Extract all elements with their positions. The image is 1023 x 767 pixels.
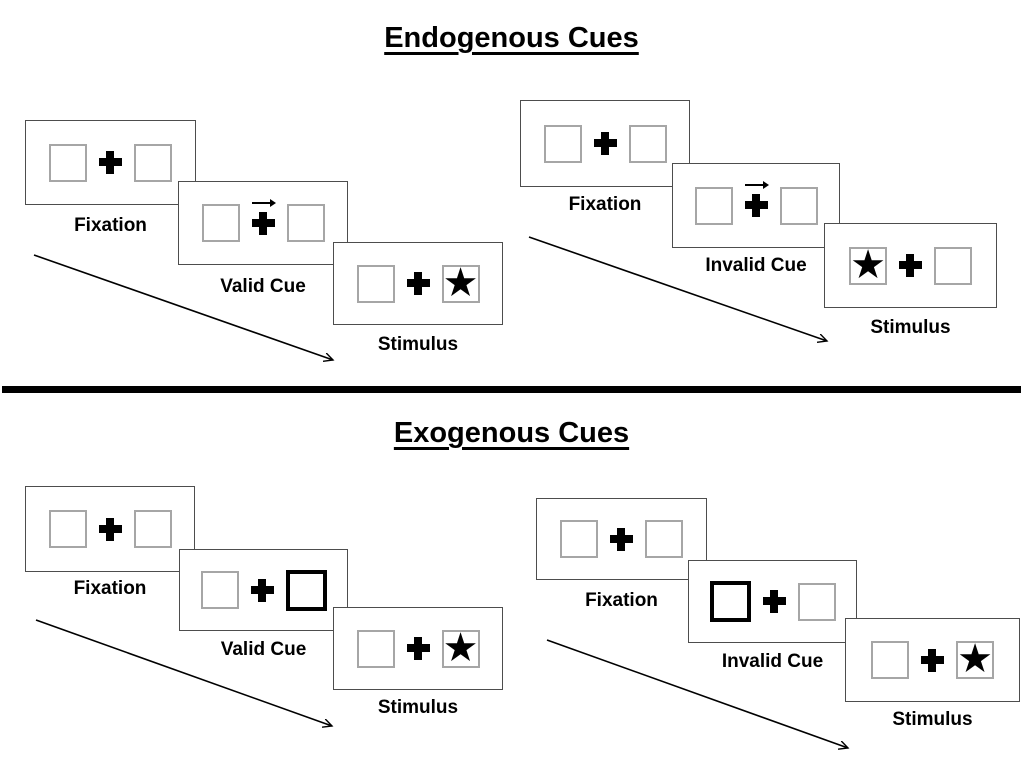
left-placeholder-box [543, 124, 582, 163]
right-placeholder-box: ★ [956, 636, 994, 682]
fixation-cross-wrap [899, 254, 922, 277]
right-placeholder-box [134, 143, 172, 182]
fixation-cross-icon [250, 578, 274, 602]
star-icon: ★ [442, 259, 479, 306]
exogenous-valid-stimulus-panel: ★ [333, 607, 503, 690]
right-placeholder-box [133, 510, 172, 548]
exogenous-invalid-fixation-panel [536, 498, 707, 580]
right-placeholder-box: ★ [441, 259, 480, 306]
left-placeholder-box [200, 571, 239, 609]
right-placeholder-box [779, 186, 818, 225]
endogenous-invalid-fixation-label: Fixation [568, 194, 642, 215]
exogenous-valid-cue-label: Valid Cue [220, 639, 307, 660]
fixation-cross-wrap [406, 272, 430, 295]
fixation-cross-wrap [593, 132, 617, 155]
endogenous-invalid-cue-panel [672, 163, 840, 248]
exogenous-invalid-stimulus-panel: ★ [845, 618, 1020, 702]
endogenous-section-title: Endogenous Cues [384, 22, 639, 54]
endogenous-invalid-stimulus-panel: ★ [824, 223, 997, 308]
left-placeholder-box [871, 641, 909, 679]
fixation-cross-wrap [406, 637, 430, 660]
right-placeholder-box [645, 520, 683, 558]
endogenous-valid-stimulus-label: Stimulus [377, 334, 459, 355]
right-placeholder-box [286, 204, 325, 242]
right-placeholder-box [797, 582, 836, 621]
fixation-cross-wrap [744, 181, 769, 217]
fixation-cross-icon [406, 272, 430, 295]
exogenous-invalid-cue-label: Invalid Cue [721, 651, 824, 672]
fixation-cross-wrap [98, 517, 122, 541]
fixation-cross-icon [762, 590, 786, 613]
star-icon: ★ [442, 624, 479, 671]
left-placeholder-box [356, 629, 395, 668]
exogenous-invalid-stimulus-label: Stimulus [892, 709, 973, 730]
right-placeholder-box [628, 124, 667, 163]
fixation-cross-wrap [762, 590, 786, 613]
fixation-cross-icon [921, 648, 944, 672]
left-placeholder-box [48, 510, 87, 548]
section-divider [2, 386, 1021, 393]
endogenous-invalid-cue-label: Invalid Cue [705, 255, 807, 276]
fixation-cross-icon [744, 194, 768, 217]
right-placeholder-box: ★ [441, 624, 480, 671]
cue-right-arrow-icon [252, 198, 276, 207]
right-placeholder-box [285, 569, 327, 611]
fixation-cross-icon [610, 527, 633, 551]
exogenous-valid-stimulus-label: Stimulus [377, 697, 459, 718]
fixation-cross-wrap [251, 198, 276, 235]
right-placeholder-box [934, 246, 972, 285]
fixation-cross-wrap [610, 527, 633, 551]
fixation-cross-icon [406, 637, 430, 660]
left-placeholder-box [201, 204, 240, 242]
timeline-arrow-endogenous-invalid [528, 236, 827, 341]
exogenous-invalid-cue-panel [688, 560, 857, 643]
fixation-cross-icon [251, 211, 275, 235]
endogenous-invalid-stimulus-label: Stimulus [870, 317, 951, 338]
left-placeholder-box [694, 186, 733, 225]
endogenous-valid-cue-label: Valid Cue [220, 276, 306, 297]
fixation-cross-icon [593, 132, 617, 155]
endogenous-invalid-fixation-panel [520, 100, 690, 187]
timeline-arrow-endogenous-valid [33, 254, 333, 360]
endogenous-valid-stimulus-panel: ★ [333, 242, 503, 325]
fixation-cross-icon [899, 254, 922, 277]
cue-right-arrow-icon [745, 181, 769, 189]
left-placeholder-box [709, 581, 751, 622]
left-placeholder-box [356, 264, 395, 303]
star-icon: ★ [957, 636, 993, 682]
endogenous-valid-cue-panel [178, 181, 348, 265]
fixation-cross-icon [99, 151, 122, 174]
exogenous-valid-fixation-label: Fixation [73, 578, 147, 599]
timeline-arrow-exogenous-valid [35, 619, 332, 726]
left-placeholder-box [49, 143, 87, 182]
endogenous-valid-fixation-panel [25, 120, 196, 205]
exogenous-invalid-fixation-label: Fixation [585, 590, 658, 611]
left-placeholder-box [560, 520, 598, 558]
fixation-cross-icon [98, 517, 122, 541]
fixation-cross-wrap [250, 578, 274, 602]
left-placeholder-box: ★ [849, 241, 887, 288]
star-icon: ★ [850, 241, 886, 288]
exogenous-valid-cue-panel [179, 549, 348, 631]
exogenous-valid-fixation-panel [25, 486, 195, 572]
fixation-cross-wrap [921, 648, 944, 672]
exogenous-section-title: Exogenous Cues [393, 417, 630, 449]
endogenous-valid-fixation-label: Fixation [74, 215, 147, 236]
fixation-cross-wrap [99, 151, 122, 174]
